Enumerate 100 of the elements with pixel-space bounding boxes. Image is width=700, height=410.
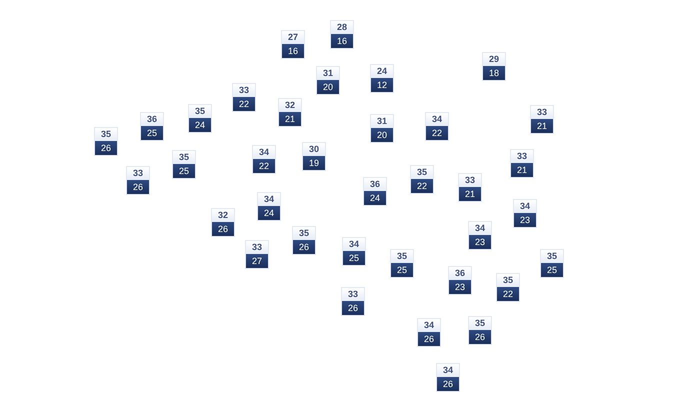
upper-value: 35: [189, 105, 211, 118]
lower-value: 18: [483, 66, 505, 80]
lower-value: 19: [303, 156, 325, 170]
map-marker: [425, 112, 449, 141]
upper-value: 33: [246, 241, 268, 254]
upper-value: 32: [279, 99, 301, 112]
upper-value: 33: [459, 174, 481, 187]
map-marker: [417, 318, 441, 347]
lower-value: 22: [411, 179, 433, 193]
map-marker: [126, 166, 150, 195]
map-marker: [436, 363, 460, 392]
lower-value: 16: [331, 34, 353, 48]
map-marker: [513, 199, 537, 228]
upper-value: 35: [469, 317, 491, 330]
map-marker: [468, 316, 492, 345]
lower-value: 25: [343, 251, 365, 265]
lower-value: 26: [342, 301, 364, 315]
lower-value: 22: [497, 287, 519, 301]
upper-value: 34: [343, 238, 365, 251]
map-marker: [496, 273, 520, 302]
map-marker: [540, 249, 564, 278]
upper-value: 34: [469, 222, 491, 235]
lower-value: 25: [541, 263, 563, 277]
lower-value: 25: [173, 164, 195, 178]
lower-value: 26: [469, 330, 491, 344]
upper-value: 36: [449, 267, 471, 280]
map-marker: [232, 83, 256, 112]
upper-value: 35: [391, 250, 413, 263]
lower-value: 26: [293, 240, 315, 254]
lower-value: 21: [459, 187, 481, 201]
upper-value: 35: [541, 250, 563, 263]
map-marker: [257, 192, 281, 221]
lower-value: 22: [253, 159, 275, 173]
lower-value: 22: [426, 126, 448, 140]
map-marker: [448, 266, 472, 295]
upper-value: 33: [127, 167, 149, 180]
map-marker: [458, 173, 482, 202]
lower-value: 26: [418, 332, 440, 346]
map-marker: [482, 52, 506, 81]
map-marker: [530, 105, 554, 134]
lower-value: 24: [258, 206, 280, 220]
upper-value: 33: [342, 288, 364, 301]
map-marker: [292, 226, 316, 255]
lower-value: 25: [391, 263, 413, 277]
lower-value: 20: [317, 80, 339, 94]
lower-value: 23: [449, 280, 471, 294]
map-marker: [188, 104, 212, 133]
map-marker: [245, 240, 269, 269]
map-marker: [410, 165, 434, 194]
map-marker: [341, 287, 365, 316]
upper-value: 36: [141, 113, 163, 126]
lower-value: 24: [364, 191, 386, 205]
upper-value: 34: [514, 200, 536, 213]
lower-value: 26: [212, 222, 234, 236]
map-marker: [278, 98, 302, 127]
upper-value: 33: [233, 84, 255, 97]
upper-value: 34: [437, 364, 459, 377]
map-marker: [370, 64, 394, 93]
map-marker: [140, 112, 164, 141]
lower-value: 20: [371, 128, 393, 142]
lower-value: 12: [371, 78, 393, 92]
upper-value: 33: [531, 106, 553, 119]
upper-value: 33: [511, 150, 533, 163]
upper-value: 31: [317, 67, 339, 80]
map-marker: [390, 249, 414, 278]
lower-value: 23: [469, 235, 491, 249]
upper-value: 34: [418, 319, 440, 332]
map-marker: [342, 237, 366, 266]
lower-value: 26: [127, 180, 149, 194]
lower-value: 25: [141, 126, 163, 140]
lower-value: 26: [95, 141, 117, 155]
upper-value: 34: [258, 193, 280, 206]
map-marker: [370, 114, 394, 143]
upper-value: 35: [95, 128, 117, 141]
lower-value: 21: [531, 119, 553, 133]
map-marker: [172, 150, 196, 179]
map-marker: [302, 142, 326, 171]
upper-value: 34: [426, 113, 448, 126]
upper-value: 35: [411, 166, 433, 179]
upper-value: 35: [293, 227, 315, 240]
map-marker: [94, 127, 118, 156]
map-marker: [510, 149, 534, 178]
upper-value: 29: [483, 53, 505, 66]
upper-value: 36: [364, 178, 386, 191]
map-marker: [211, 208, 235, 237]
map-marker: [330, 20, 354, 49]
upper-value: 27: [282, 31, 304, 44]
lower-value: 21: [279, 112, 301, 126]
upper-value: 30: [303, 143, 325, 156]
lower-value: 21: [511, 163, 533, 177]
lower-value: 27: [246, 254, 268, 268]
lower-value: 24: [189, 118, 211, 132]
upper-value: 34: [253, 146, 275, 159]
lower-value: 16: [282, 44, 304, 58]
upper-value: 28: [331, 21, 353, 34]
lower-value: 22: [233, 97, 255, 111]
map-marker: [316, 66, 340, 95]
upper-value: 31: [371, 115, 393, 128]
map-marker: [252, 145, 276, 174]
lower-value: 26: [437, 377, 459, 391]
